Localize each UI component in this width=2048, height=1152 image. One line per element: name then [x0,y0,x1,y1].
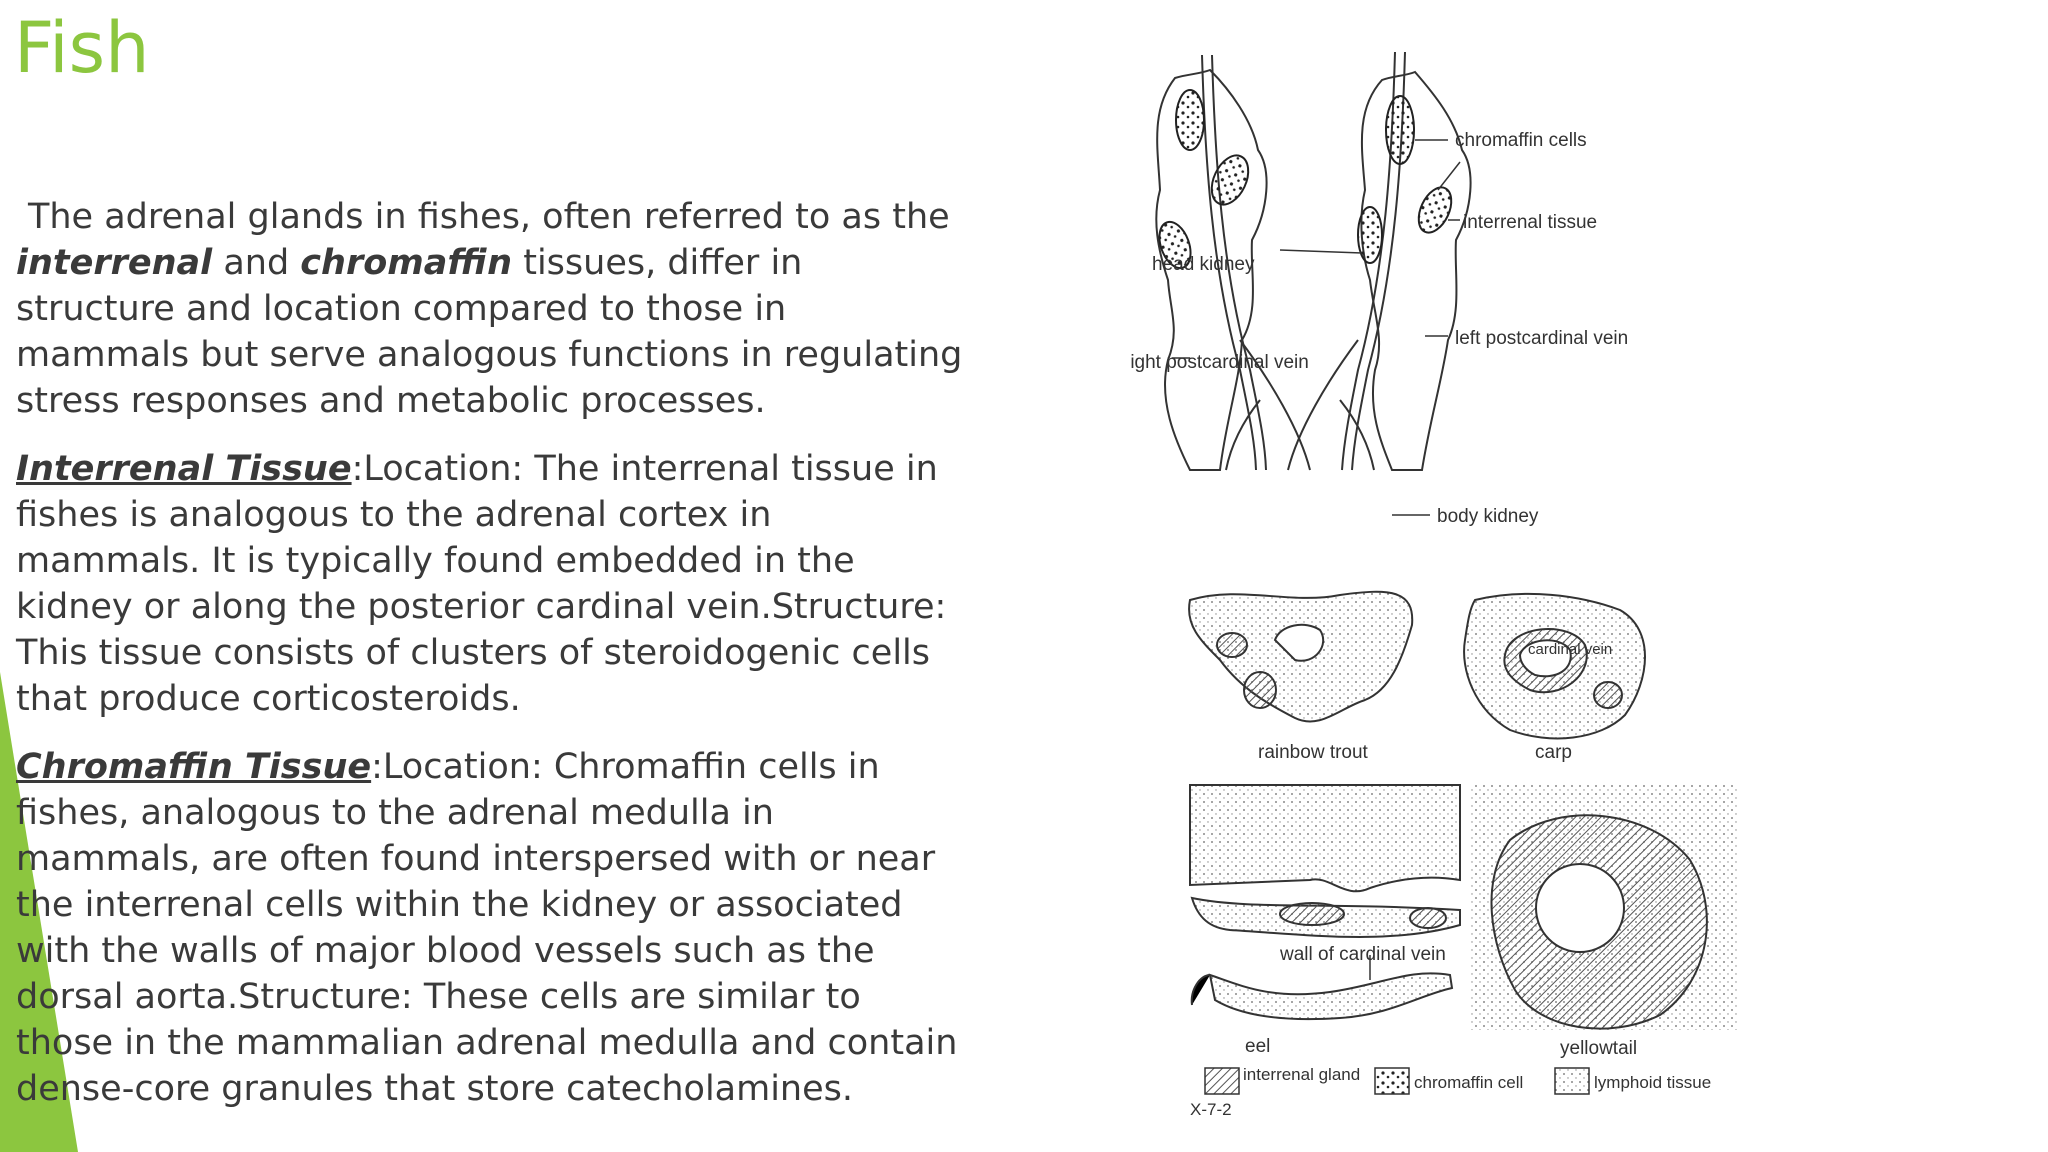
adrenal-figure: chromaffin cells interrenal tissue head … [1124,40,1790,1120]
slide-title: Fish [14,7,150,89]
label-head-kidney: head kidney [1152,254,1255,275]
intro-text-1: The adrenal glands in fishes, often refe… [28,197,950,237]
legend-lymphoid-tissue: lymphoid tissue [1594,1073,1711,1092]
legend-chromaffin-cell: chromaffin cell [1414,1073,1523,1092]
legend-swatch-interrenal [1204,1067,1240,1095]
carp-section [1463,592,1646,740]
rainbow-trout-section [1188,590,1414,723]
label-carp: carp [1535,742,1572,763]
adrenal-diagram: chromaffin cells interrenal tissue head … [1124,51,1738,1119]
chromaffin-paragraph: Chromaffin Tissue:Location: Chromaffin c… [16,744,966,1112]
chromaffin-clusters [1158,89,1453,270]
eel-section [1189,784,1461,1021]
label-yellowtail: yellowtail [1560,1038,1637,1059]
label-chromaffin-cells: chromaffin cells [1455,130,1587,151]
legend-swatch-lymphoid [1554,1067,1590,1095]
interrenal-paragraph: Interrenal Tissue:Location: The interren… [16,446,966,722]
intro-paragraph: The adrenal glands in fishes, often refe… [16,194,966,424]
figure-code: X-7-2 [1190,1100,1232,1119]
intro-text-2: and [212,243,301,283]
term-interrenal: interrenal [16,243,213,283]
leader-lines [1172,139,1461,516]
chromaffin-text: :Location: Chromaffin cells in fishes, a… [16,747,958,1109]
intro-text-3: tissues, differ in structure and locatio… [16,243,963,421]
legend-swatch-chromaffin [1374,1067,1410,1095]
chromaffin-heading: Chromaffin Tissue [16,747,372,787]
label-wall-of-cardinal-vein: wall of cardinal vein [1279,944,1446,965]
label-cardinal-vein: cardinal vein [1528,641,1612,658]
legend-interrenal-gland: interrenal gland [1243,1065,1360,1084]
label-interrenal-tissue: interrenal tissue [1463,212,1597,233]
interrenal-heading: Interrenal Tissue [16,449,352,489]
label-body-kidney: body kidney [1437,506,1539,527]
label-eel: eel [1245,1036,1270,1057]
figure-legend: interrenal gland chromaffin cell lymphoi… [1190,1065,1711,1119]
label-rainbow-trout: rainbow trout [1258,742,1369,763]
body-text: The adrenal glands in fishes, often refe… [16,194,966,1134]
interrenal-text: :Location: The interrenal tissue in fish… [16,449,947,719]
term-chromaffin: chromaffin [300,243,513,283]
label-right-postcardinal-vein: right postcardinal vein [1130,352,1309,373]
yellowtail-section [1470,785,1738,1030]
label-left-postcardinal-vein: left postcardinal vein [1455,328,1628,349]
